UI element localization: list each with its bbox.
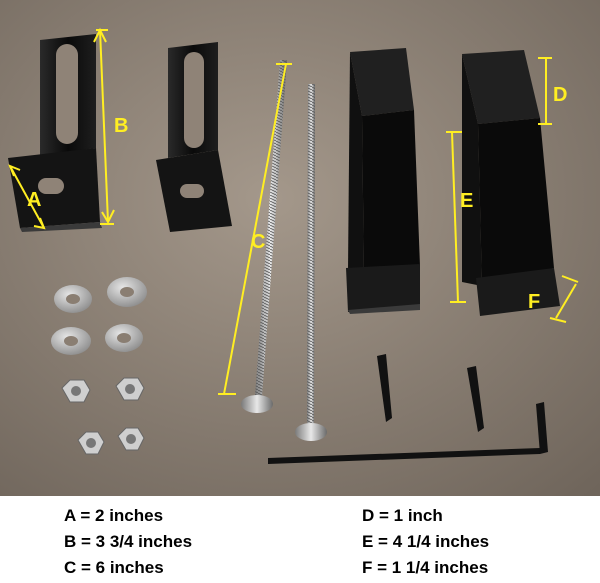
bracket-middle xyxy=(156,42,232,232)
hex-nuts xyxy=(61,377,145,455)
label-b: B xyxy=(114,115,128,137)
label-e: E xyxy=(460,190,473,212)
bracket-left xyxy=(8,34,102,232)
label-d: D xyxy=(553,84,567,106)
legend-e: E = 4 1/4 inches xyxy=(362,532,490,551)
legend-d: D = 1 inch xyxy=(362,506,443,525)
bracket-tall-right xyxy=(462,50,560,316)
threaded-rod-1 xyxy=(241,60,287,413)
label-f: F xyxy=(528,291,540,313)
threaded-rod-2 xyxy=(295,84,327,441)
washers xyxy=(51,277,147,355)
label-a: A xyxy=(27,189,41,211)
legend-f: F = 1 1/4 inches xyxy=(362,558,489,577)
bracket-tall-left xyxy=(346,48,420,314)
product-photo: A B C D E F xyxy=(0,0,600,496)
label-c: C xyxy=(251,231,265,253)
set-screws xyxy=(377,354,484,432)
dimension-legend: A = 2 inches B = 3 3/4 inches C = 6 inch… xyxy=(0,496,600,583)
legend-a: A = 2 inches xyxy=(64,506,164,525)
hex-key xyxy=(268,402,548,464)
legend-b: B = 3 3/4 inches xyxy=(64,532,193,551)
legend-c: C = 6 inches xyxy=(64,558,164,577)
dimension-lines xyxy=(8,27,579,395)
